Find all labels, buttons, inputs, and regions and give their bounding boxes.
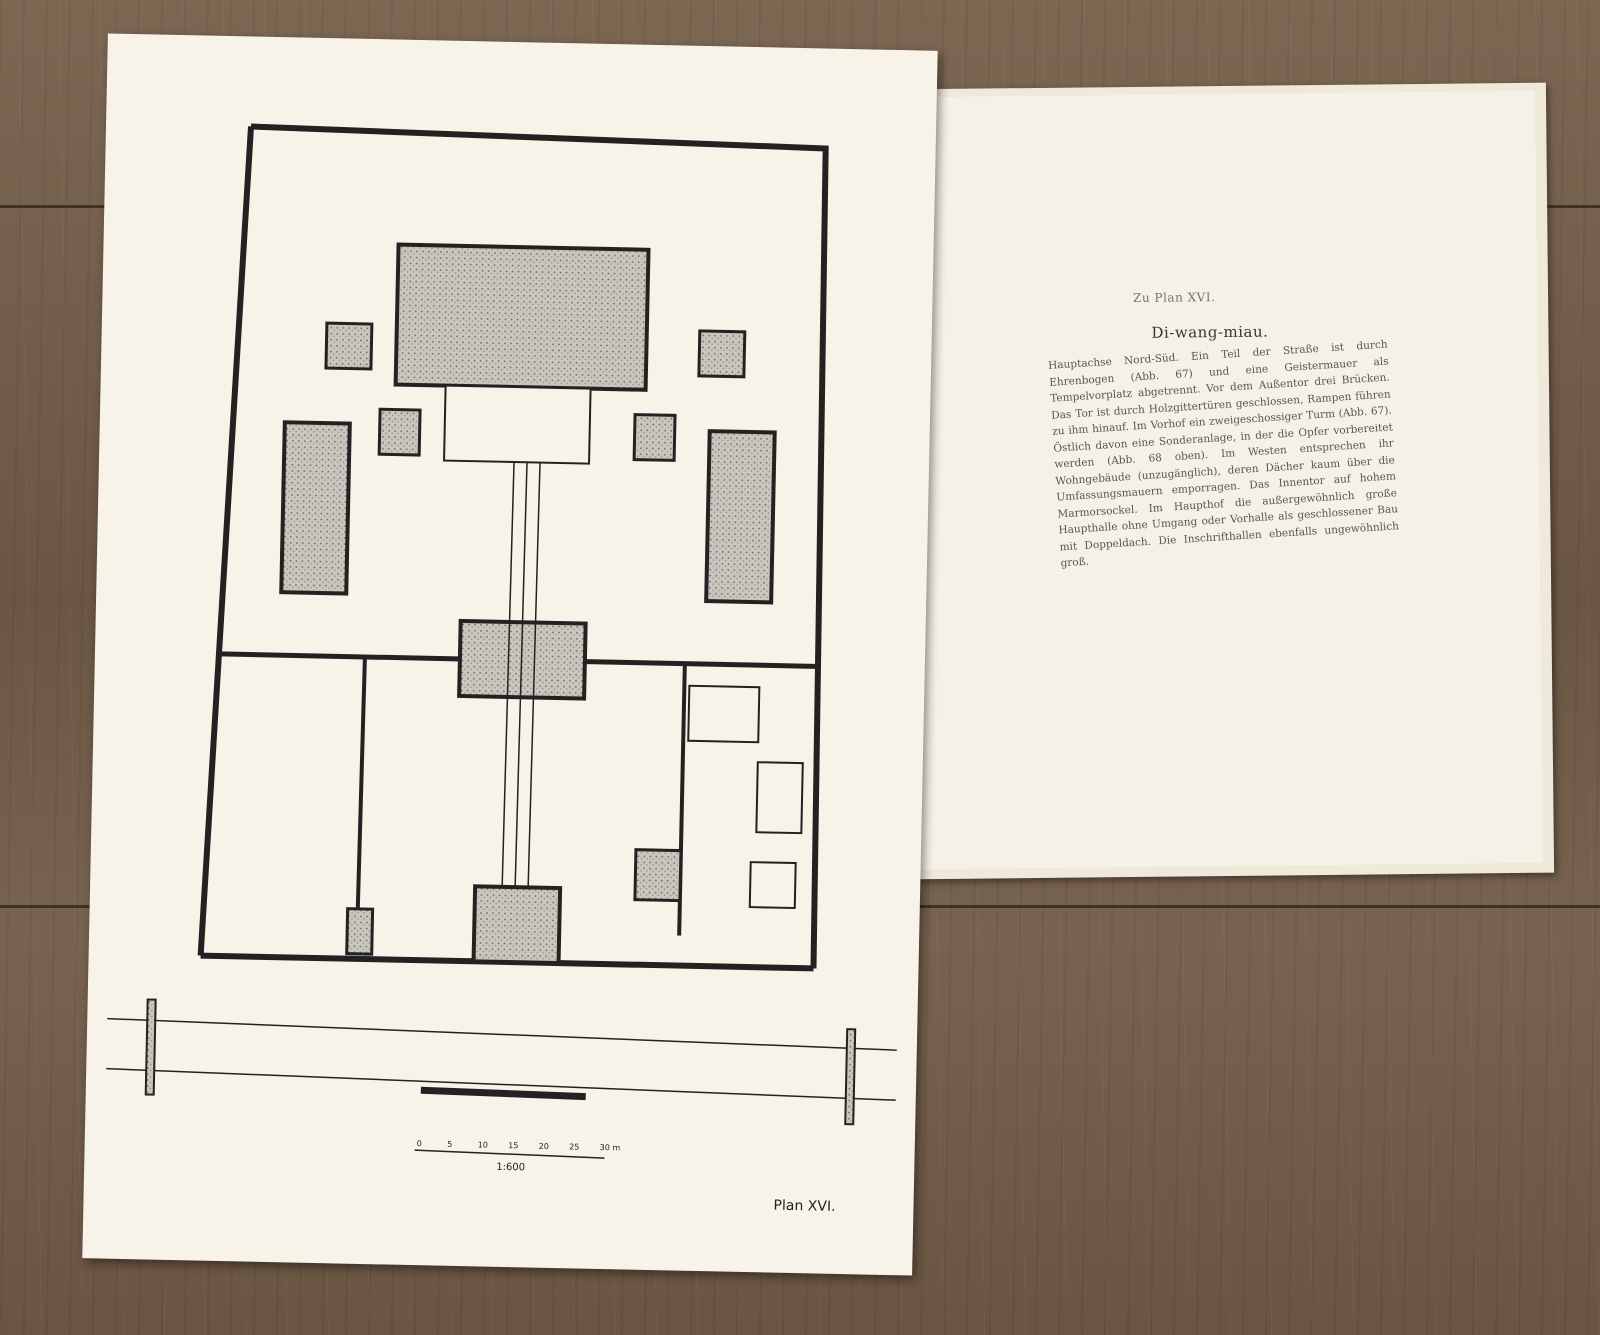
inscription-hall-east xyxy=(704,429,777,605)
scale-ratio-label: 1:600 xyxy=(496,1161,526,1174)
pavilion xyxy=(697,329,747,379)
plan-number-label: Plan XVI. xyxy=(773,1197,836,1215)
open-book: Zu Plan XVI. Di-wang-miau. Hauptachse No… xyxy=(900,82,1555,880)
temple-title: Di-wang-miau. xyxy=(1151,322,1269,342)
pavilion xyxy=(324,321,374,371)
scale-tick-label: 25 xyxy=(569,1142,579,1151)
scale-tick-label: 10 xyxy=(478,1140,488,1149)
foldout-plan-sheet: 0 5 10 15 20 25 30 m 1:600 Plan XVI. xyxy=(82,33,938,1276)
outer-wall xyxy=(250,123,829,969)
scale-tick-label: 15 xyxy=(508,1141,518,1150)
temple-description: Hauptachse Nord-Süd. Ein Teil der Straße… xyxy=(1047,338,1400,570)
scale-tick-label: 30 m xyxy=(600,1143,621,1152)
scale-tick-label: 5 xyxy=(447,1140,452,1149)
scale-tick-label: 0 xyxy=(417,1139,422,1148)
pavilion xyxy=(632,413,677,462)
inscription-hall-west xyxy=(279,420,352,596)
book-right-page: Zu Plan XVI. Di-wang-miau. Hauptachse No… xyxy=(904,90,1544,870)
outer-gate xyxy=(471,884,563,966)
temple-floor-plan: 0 5 10 15 20 25 30 m xyxy=(106,123,897,1159)
main-hall xyxy=(393,242,651,392)
plan-reference-caption: Zu Plan XVI. xyxy=(1133,290,1216,305)
scale-tick-label: 20 xyxy=(539,1142,549,1151)
pavilion xyxy=(377,407,422,457)
